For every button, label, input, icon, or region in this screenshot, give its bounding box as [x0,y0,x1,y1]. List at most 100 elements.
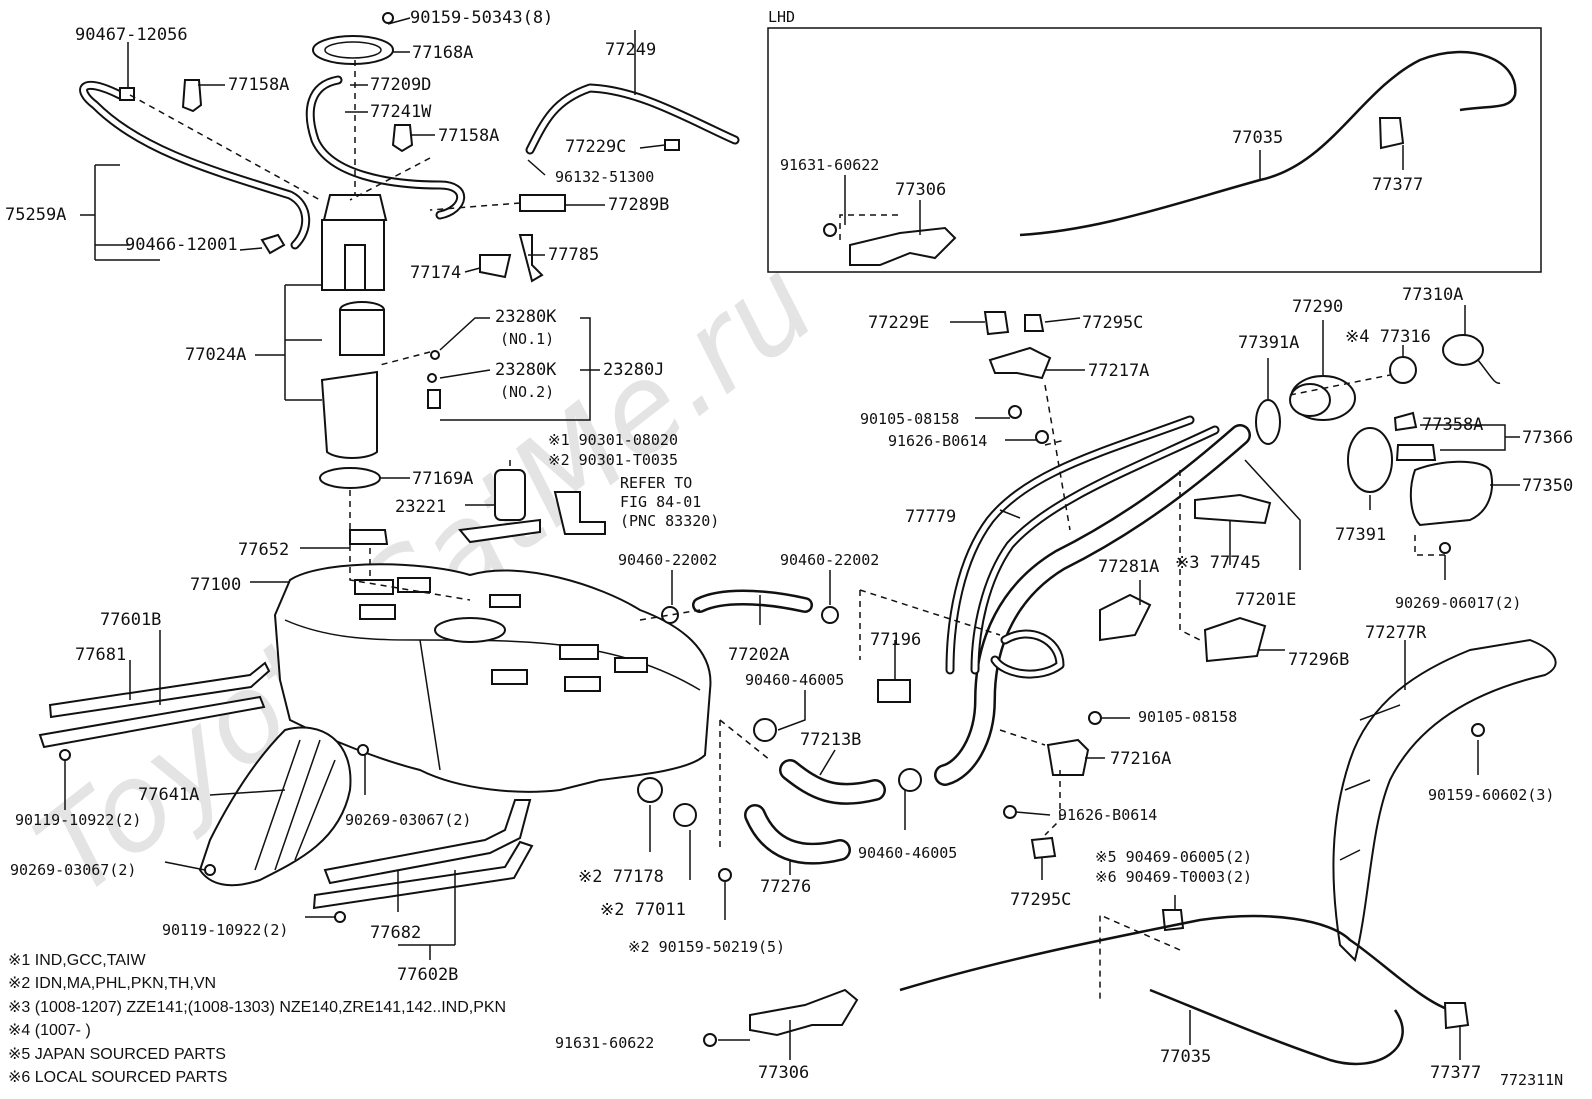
label-77652: 77652 [238,540,289,560]
hose-77213b[interactable] [779,759,886,805]
label-77779: 77779 [905,507,956,527]
label-77213b: 77213B [800,730,861,750]
label-77601b: 77601B [100,610,161,630]
label-96132-51300: 96132-51300 [555,168,654,186]
oring-77391a-shape [1255,399,1281,445]
grommet-77377-a-shape [1378,117,1405,150]
label-77289b: 77289B [608,195,669,215]
clamp-77158a-mid-shape [391,124,414,153]
label-90105-08158-a: 90105-08158 [860,410,959,428]
label-23280k-1: 23280K [495,307,557,327]
label-77350: 77350 [1522,476,1573,496]
dashed-guide-lines [129,60,1445,1000]
bolt-91631-60622-a-shape [823,223,837,237]
lhd-region-box [767,27,1542,273]
clamp-90460-46005-a-shape [753,718,777,742]
label-77024a: 77024A [185,345,246,365]
footnote-2: ※2 IDN,MA,PHL,PKN,TH,VN [8,975,216,992]
hose-77249[interactable] [305,75,740,220]
footnote-5: ※5 JAPAN SOURCED PARTS [8,1046,226,1063]
fuel-pump-23221[interactable] [458,469,541,544]
ring-77168a-shape [312,35,394,65]
gasket-77178-shape [637,777,663,803]
breather-tube-77779[interactable] [945,415,1220,679]
hose-77202a[interactable] [692,589,813,613]
label-77391a: 77391A [1238,333,1299,353]
fender-liner-77277r[interactable] [1332,638,1557,962]
clamp-90460-46005-b-shape [898,768,922,792]
label-90105-08158-b: 90105-08158 [1138,708,1237,726]
bolt-90269-03067-b-shape [204,864,216,876]
label-77316: ※4 77316 [1345,327,1431,347]
band-77602b[interactable] [312,799,534,910]
label-90301-08020: ※1 90301-08020 [548,431,678,449]
clip-77295c-b-shape [1030,836,1057,860]
cable-77035-lhd[interactable] [1019,50,1517,237]
label-77295c-a: 77295C [1082,313,1143,333]
bolt-90159-60602-shape [1471,723,1485,737]
label-90469-t0003: ※6 90469-T0003(2) [1095,868,1252,886]
bolt-90105-08158-a-shape [1008,405,1022,419]
label-90159-60602: 90159-60602(3) [1428,786,1554,804]
label-77229c: 77229C [565,137,626,157]
bracket-77174-shape [479,254,512,279]
label-77158a-top: 77158A [228,75,289,95]
label-90119-10922-a: 90119-10922(2) [15,811,141,829]
clip-77196-shape [877,679,911,703]
clip-77358a-shape [1393,411,1418,432]
label-77290: 77290 [1292,297,1343,317]
refer-line-3: (PNC 83320) [620,512,719,530]
bolt-90119-10922-a-shape [59,749,71,761]
label-90460-22002-a: 90460-22002 [618,551,717,569]
opener-77306-b-shape [749,988,859,1037]
cap-77310a[interactable] [1442,334,1501,384]
label-77201e: 77201E [1235,590,1296,610]
clamp-90460-22002-a-shape [661,606,679,624]
label-23280j: 23280J [603,360,664,380]
label-90269-06017: 90269-06017(2) [1395,594,1521,612]
bolt-91626-b0614-a-shape [1035,430,1049,444]
refer-line-1: REFER TO [620,474,692,492]
label-77296b: 77296B [1288,650,1349,670]
label-75259a: 75259A [5,205,66,225]
label-77745: ※3 77745 [1175,553,1261,573]
cable-77035-bottom[interactable] [899,914,1451,1066]
fuel-tank-77100[interactable] [273,563,712,793]
part-labels: 90467-12056 77158A 90159-50343(8) 77168A… [5,8,1573,1089]
label-77641a: 77641A [138,785,199,805]
footnote-4: ※4 (1007- ) [8,1022,91,1039]
protector-77641a[interactable] [198,726,352,887]
label-91626-b0614-a: 91626-B0614 [888,432,987,450]
clip-90466-12001-shape [260,233,286,255]
footnotes: ※1 IND,GCC,TAIW ※2 IDN,MA,PHL,PKN,TH,VN … [8,952,506,1086]
label-77202a: 77202A [728,645,789,665]
label-77366: 77366 [1522,428,1573,448]
label-77229e: 77229E [868,313,929,333]
label-90301-t0035: ※2 90301-T0035 [548,451,678,469]
label-77306-b: 77306 [758,1063,809,1083]
bolt-90269-06017-shape [1439,542,1451,554]
hose-77276[interactable] [744,804,851,865]
label-23280k-2: 23280K [495,360,557,380]
label-77682: 77682 [370,923,421,943]
label-77377-a: 77377 [1372,175,1423,195]
grommet-77377-b-shape [1443,1002,1470,1030]
fuel-cap-77290[interactable] [1289,375,1356,421]
pump-module-77024a[interactable] [320,194,388,459]
footnote-6: ※6 LOCAL SOURCED PARTS [8,1069,227,1086]
ring-77391-shape [1347,427,1393,493]
label-77169a: 77169A [412,469,473,489]
fuel-door-77350[interactable] [1409,460,1494,527]
label-23280k-2-sub: (NO.2) [500,383,554,401]
filler-pipe-77201e[interactable] [934,424,1251,786]
bracket-77217a-shape [988,346,1052,380]
diagram-code: 772311N [1500,1071,1563,1089]
label-77785: 77785 [548,245,599,265]
label-77011: ※2 77011 [600,900,686,920]
cap-77011-shape [673,803,697,827]
pad-77652-shape [349,529,389,545]
label-23280k-1-sub: (NO.1) [500,330,554,348]
hinge-77366-shape [1395,444,1437,461]
tube-75259a[interactable] [79,81,311,250]
